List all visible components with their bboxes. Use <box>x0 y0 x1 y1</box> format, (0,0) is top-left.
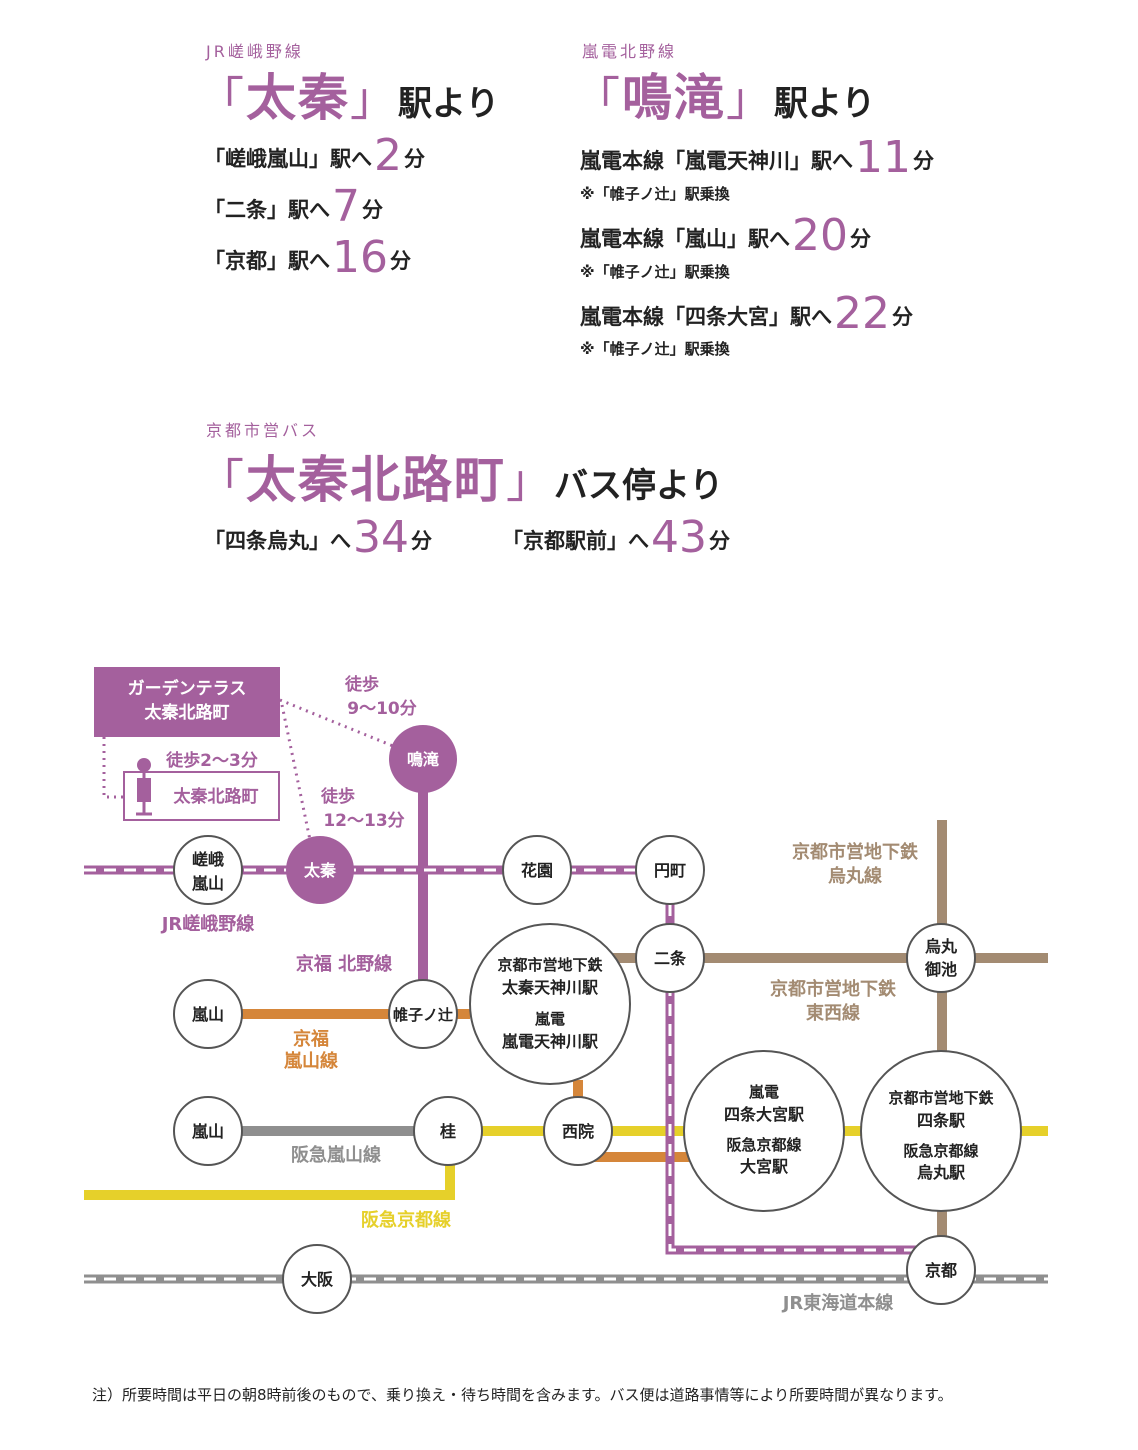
station-katsura <box>413 1096 483 1166</box>
svg-text:嵐電天神川駅: 嵐電天神川駅 <box>502 1032 599 1051</box>
svg-text:嵯峨: 嵯峨 <box>192 850 224 869</box>
svg-text:阪急京都線: 阪急京都線 <box>903 1142 978 1160</box>
section2-route-1: 嵐電本線「嵐山」駅へ20分 <box>580 210 871 261</box>
svg-text:嵐山: 嵐山 <box>192 874 224 893</box>
section1-line-label: JR嵯峨野線 <box>206 42 304 61</box>
svg-text:御池: 御池 <box>924 960 957 979</box>
svg-text:烏丸駅: 烏丸駅 <box>917 1163 966 1182</box>
station-katabiranotsuji <box>388 979 458 1049</box>
section3-station: 太秦北路町 <box>246 451 506 509</box>
svg-text:西院: 西院 <box>562 1122 594 1141</box>
label-keifuku-arashiyama-1: 京福 <box>293 1028 329 1050</box>
section3-title: 「太秦北路町」バス停より <box>198 451 724 509</box>
walk-uzumasa-label-1: 徒歩 <box>320 786 355 807</box>
section1-title: 「太秦」駅より <box>198 69 500 127</box>
section1-route-0: 「嵯峨嵐山」駅へ2分 <box>204 130 425 181</box>
station-tenjingawa <box>469 923 631 1085</box>
label-karasuma-2: 烏丸線 <box>828 865 882 887</box>
station-arashiyama-hankyu <box>173 1096 243 1166</box>
station-shijo-karasuma <box>860 1050 1022 1212</box>
svg-text:四条駅: 四条駅 <box>917 1111 966 1130</box>
walk-narutaki-label-1: 徒歩 <box>344 674 379 695</box>
svg-text:円町: 円町 <box>654 861 686 880</box>
station-osaka <box>282 1244 352 1314</box>
section2-title: 「鳴滝」駅より <box>574 69 876 127</box>
svg-text:太秦天神川駅: 太秦天神川駅 <box>501 978 599 997</box>
label-jr-sagano: JR嵯峨野線 <box>160 913 255 935</box>
label-jr-tokaido: JR東海道本線 <box>781 1292 894 1314</box>
svg-text:花園: 花園 <box>521 861 553 880</box>
station-saga-arashiyama <box>173 835 243 905</box>
footnote: 注）所要時間は平日の朝8時前後のもので、乗り換え・待ち時間を含みます。バス便は道… <box>92 1386 953 1404</box>
svg-text:帷子ノ辻: 帷子ノ辻 <box>393 1006 453 1024</box>
section2-note-2: ※「帷子ノ辻」駅乗換 <box>580 340 730 358</box>
section2-suffix: 駅より <box>774 84 876 124</box>
svg-text:京都: 京都 <box>925 1261 957 1280</box>
property-name-1: ガーデンテラス <box>128 678 247 699</box>
svg-text:嵐電: 嵐電 <box>748 1083 779 1101</box>
walk-path-bus <box>102 737 124 799</box>
bus-stop-icon <box>137 758 151 772</box>
svg-text:四条大宮駅: 四条大宮駅 <box>724 1105 805 1124</box>
svg-text:嵐山: 嵐山 <box>192 1005 224 1024</box>
svg-text:京都市営地下鉄: 京都市営地下鉄 <box>497 956 602 974</box>
walk-narutaki-label-2: 9〜10分 <box>347 699 417 719</box>
label-tozai-1: 京都市営地下鉄 <box>770 978 896 1000</box>
station-hanazono <box>502 835 572 905</box>
svg-text:烏丸: 烏丸 <box>925 937 958 956</box>
station-narutaki <box>389 725 457 793</box>
section1-station: 太秦 <box>246 69 350 127</box>
label-hankyu-arashiyama: 阪急嵐山線 <box>291 1144 381 1166</box>
section1-route-2: 「京都」駅へ16分 <box>204 232 411 283</box>
label-keifuku-arashiyama-2: 嵐山線 <box>284 1050 338 1072</box>
property-name-2: 太秦北路町 <box>145 702 230 723</box>
label-karasuma-1: 京都市営地下鉄 <box>792 841 918 863</box>
section1-suffix: 駅より <box>398 84 500 124</box>
section1-route-1: 「二条」駅へ7分 <box>204 181 383 232</box>
section3-route-1: 「京都駅前」へ43分 <box>502 512 730 563</box>
svg-text:阪急京都線: 阪急京都線 <box>726 1136 801 1154</box>
section2-note-0: ※「帷子ノ辻」駅乗換 <box>580 185 730 203</box>
label-keifuku-kitano: 京福 北野線 <box>296 953 392 975</box>
section3-route-0: 「四条烏丸」へ34分 <box>204 512 432 563</box>
label-hankyu-kyoto: 阪急京都線 <box>361 1209 451 1231</box>
property-box <box>94 667 280 737</box>
station-uzumasa <box>286 836 354 904</box>
svg-text:京都市営地下鉄: 京都市営地下鉄 <box>888 1089 993 1107</box>
section2-line-label: 嵐電北野線 <box>582 42 678 61</box>
section2-station: 鳴滝 <box>622 69 726 127</box>
station-uzumasa-label: 太秦 <box>303 861 337 880</box>
svg-text:大阪: 大阪 <box>301 1270 334 1289</box>
label-tozai-2: 東西線 <box>806 1002 860 1024</box>
station-karasuma-oike <box>906 923 976 993</box>
walk-uzumasa-label-2: 12〜13分 <box>323 811 404 831</box>
section2-route-2: 嵐電本線「四条大宮」駅へ22分 <box>580 288 913 339</box>
station-arashiyama-keifuku <box>173 979 243 1049</box>
svg-text:嵐電: 嵐電 <box>534 1010 565 1028</box>
station-enmachi <box>635 835 705 905</box>
section2-note-1: ※「帷子ノ辻」駅乗換 <box>580 263 730 281</box>
svg-text:桂: 桂 <box>439 1122 456 1141</box>
bus-stop-label: 太秦北路町 <box>174 786 259 807</box>
section2-route-0: 嵐電本線「嵐電天神川」駅へ11分 <box>580 132 934 183</box>
walk-path-narutaki <box>279 698 399 750</box>
station-kyoto <box>906 1235 976 1305</box>
station-shijo-omiya <box>683 1050 845 1212</box>
svg-text:大宮駅: 大宮駅 <box>740 1157 789 1176</box>
station-nijo <box>635 923 705 993</box>
walk-bus-label: 徒歩2〜3分 <box>165 750 258 771</box>
svg-text:嵐山: 嵐山 <box>192 1122 224 1141</box>
station-saiin <box>543 1096 613 1166</box>
section3-line-label: 京都市営バス <box>206 421 321 440</box>
walk-path-uzumasa <box>280 704 312 841</box>
station-narutaki-label: 鳴滝 <box>407 750 439 769</box>
svg-text:二条: 二条 <box>654 949 687 968</box>
section3-suffix: バス停より <box>554 466 724 506</box>
